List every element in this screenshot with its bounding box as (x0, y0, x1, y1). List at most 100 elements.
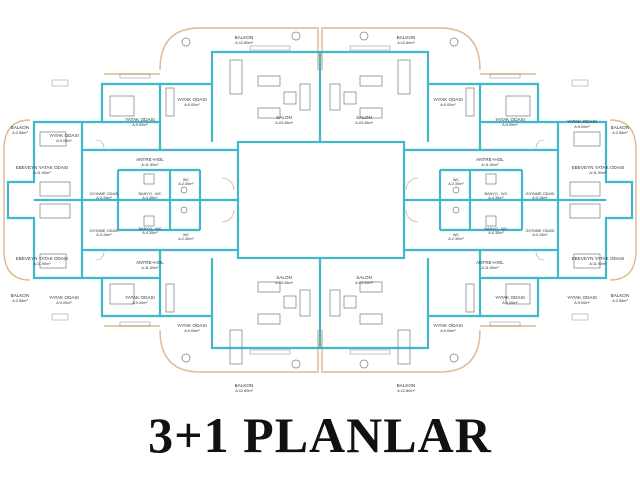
room-label: YATAK ODASI (125, 295, 155, 300)
room-label: YATAK ODASI (495, 117, 525, 122)
room-area: A:11.50m² (481, 266, 499, 270)
balcony-table-icon (291, 31, 301, 41)
balcony-arc-bottom-right (321, 329, 481, 373)
room-area: A:9.00m² (56, 301, 72, 305)
room-label: BALKON (611, 293, 630, 298)
room-label: YATAK ODASI (125, 117, 155, 122)
room-label: SALON (356, 115, 372, 120)
room-area: A:23.45m² (275, 121, 293, 125)
shower-icon (485, 215, 497, 227)
room-area: A:2.30m² (178, 237, 194, 241)
room-label: BALKON (397, 35, 416, 40)
balcony-table-icon (359, 359, 369, 369)
sofa-set-icon (329, 281, 383, 325)
room-label: SALON (356, 275, 372, 280)
room-label: BALKON (11, 293, 30, 298)
room-label: ANTRE+HOL (136, 157, 164, 162)
kitchen-counter-icon (165, 283, 175, 313)
room-area: A:2.55m² (12, 131, 28, 135)
kitchen-counter-icon (465, 87, 475, 117)
room-label: YATAK ODASI (49, 295, 79, 300)
double-bed-icon (569, 203, 601, 219)
balcony-arc-left (3, 119, 31, 281)
room-label: ANTRE+HOL (136, 260, 164, 265)
room-label: WC (183, 233, 190, 237)
bed-icon (505, 283, 531, 305)
room-area: A:9.00m² (56, 139, 72, 143)
room-area: A:3.15m² (96, 196, 112, 200)
balcony-arc-right (609, 119, 637, 281)
balcony-table-icon (181, 37, 191, 47)
room-label: BALKON (235, 35, 254, 40)
room-area: A:23.45m² (355, 121, 373, 125)
room-label: GİYİNME ODASI (526, 228, 555, 233)
door-swings (95, 139, 545, 261)
toilet-icon (452, 206, 460, 214)
room-area: A:23.45m² (275, 281, 293, 285)
room-area: A:9.00m² (132, 301, 148, 305)
kitchen-counter-icon (465, 283, 475, 313)
building-walls (6, 50, 634, 350)
room-area: A:12.80m² (397, 41, 415, 45)
room-area: A:9.00m² (440, 329, 456, 333)
central-core (236, 140, 406, 260)
room-area: A:3.15m² (532, 196, 548, 200)
room-label: YATAK ODASI (177, 323, 207, 328)
shower-icon (143, 215, 155, 227)
balcony-table-icon (449, 37, 459, 47)
room-area: A:12.80m² (235, 389, 253, 393)
room-label: WC (453, 178, 460, 182)
room-area: A:11.90m² (33, 262, 51, 266)
room-label: GİYİNME ODASI (90, 191, 119, 196)
room-label: YATAK ODASI (49, 133, 79, 138)
room-area: A:11.90m² (589, 171, 607, 175)
balcony-table-icon (449, 353, 459, 363)
bed-icon (39, 131, 67, 147)
toilet-icon (452, 186, 460, 194)
balcony-outlines (3, 27, 637, 373)
room-area: A:9.00m² (132, 123, 148, 127)
room-label: GİYİNME ODASI (90, 228, 119, 233)
room-area: A:9.00m² (574, 301, 590, 305)
bed-icon (109, 283, 135, 305)
room-area: A:2.30m² (448, 182, 464, 186)
room-label: ANTRE+HOL (476, 260, 504, 265)
sofa-set-icon (329, 75, 383, 119)
room-area: A:4.35m² (142, 231, 158, 235)
room-label: ANTRE+HOL (476, 157, 504, 162)
bed-icon (573, 253, 601, 269)
dining-table-icon (229, 59, 243, 95)
bed-icon (505, 95, 531, 117)
toilet-icon (180, 186, 188, 194)
toilet-icon (180, 206, 188, 214)
room-label: YATAK ODASI (177, 97, 207, 102)
balcony-table-icon (181, 353, 191, 363)
balcony-table-icon (291, 359, 301, 369)
room-area: A:9.00m² (502, 301, 518, 305)
double-bed-icon (39, 203, 71, 219)
room-area: A:9.00m² (184, 329, 200, 333)
room-area: A:11.90m² (589, 262, 607, 266)
room-area: A:4.35m² (142, 196, 158, 200)
room-labels: BALKON A:12.80m² BALKON A:12.80m² BALKON… (11, 35, 630, 393)
room-area: A:3.15m² (96, 233, 112, 237)
room-area: A:9.00m² (184, 103, 200, 107)
balcony-arc-top-right (321, 27, 481, 71)
room-area: A:2.55m² (612, 131, 628, 135)
room-area: A:11.90m² (33, 171, 51, 175)
window-details (51, 45, 589, 355)
room-area: A:9.00m² (502, 123, 518, 127)
room-label: BANYO - WC (139, 227, 162, 231)
shower-icon (485, 173, 497, 185)
room-label: BALKON (397, 383, 416, 388)
room-area: A:12.80m² (235, 41, 253, 45)
room-area: A:4.35m² (488, 231, 504, 235)
room-label: YATAK ODASI (567, 119, 597, 124)
plan-title: 3+1 PLANLAR (148, 407, 492, 463)
room-area: A:9.00m² (574, 125, 590, 129)
dining-table-icon (397, 329, 411, 365)
room-area: A:2.55m² (612, 299, 628, 303)
dining-table-icon (229, 329, 243, 365)
double-bed-icon (39, 181, 71, 197)
room-label: YATAK ODASI (567, 295, 597, 300)
